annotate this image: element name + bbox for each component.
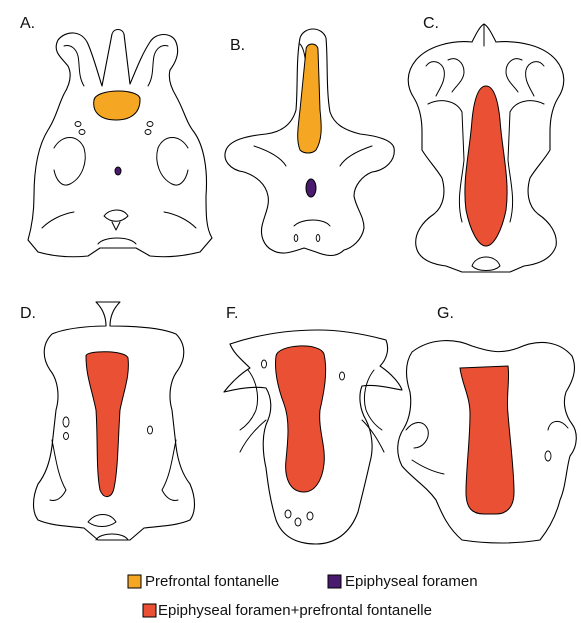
legend-label-epiphyseal: Epiphyseal foramen: [345, 573, 478, 590]
foramen-f-1: [262, 360, 267, 368]
foramen-f-4: [295, 518, 301, 526]
foramen-d-2: [64, 433, 69, 440]
panel-label-g: G.: [437, 305, 454, 322]
legend-label-prefrontal: Prefrontal fontanelle: [145, 573, 279, 590]
foramen-b-2: [316, 235, 320, 242]
panel-a: A.: [20, 15, 212, 257]
foramen-b-1: [294, 235, 298, 242]
legend: Prefrontal fontanelle Epiphyseal foramen…: [128, 573, 478, 619]
foramen-a-4: [145, 130, 151, 135]
foramen-f-5: [307, 512, 313, 520]
prefrontal-fontanelle-a: [94, 91, 140, 120]
panel-label-f: F.: [226, 305, 238, 322]
panel-d: D.: [20, 302, 195, 540]
legend-swatch-combined: [143, 604, 156, 617]
foramen-d-1: [63, 417, 69, 427]
panel-g: G.: [398, 305, 577, 543]
foramen-a-1: [75, 122, 81, 127]
panel-f: F.: [224, 305, 402, 544]
panel-b: B.: [225, 29, 394, 256]
panel-c: C.: [408, 15, 564, 272]
foramen-d-3: [148, 426, 153, 434]
panel-label-d: D.: [20, 305, 36, 322]
foramen-a-3: [147, 122, 153, 127]
epiphyseal-foramen-b: [306, 179, 316, 197]
epiphyseal-foramen-a: [115, 167, 121, 175]
foramen-a-2: [79, 130, 85, 135]
legend-swatch-prefrontal: [128, 575, 141, 588]
legend-label-combined: Epiphyseal foramen+prefrontal fontanelle: [158, 602, 432, 619]
jugal-left-f: [240, 420, 266, 452]
foramen-f-2: [340, 372, 345, 380]
panel-label-b: B.: [230, 37, 245, 54]
foramen-f-3: [285, 510, 291, 518]
panel-label-c: C.: [423, 15, 439, 32]
panel-label-a: A.: [20, 15, 35, 32]
legend-swatch-epiphyseal: [328, 575, 341, 588]
foramen-g-1: [545, 451, 551, 461]
